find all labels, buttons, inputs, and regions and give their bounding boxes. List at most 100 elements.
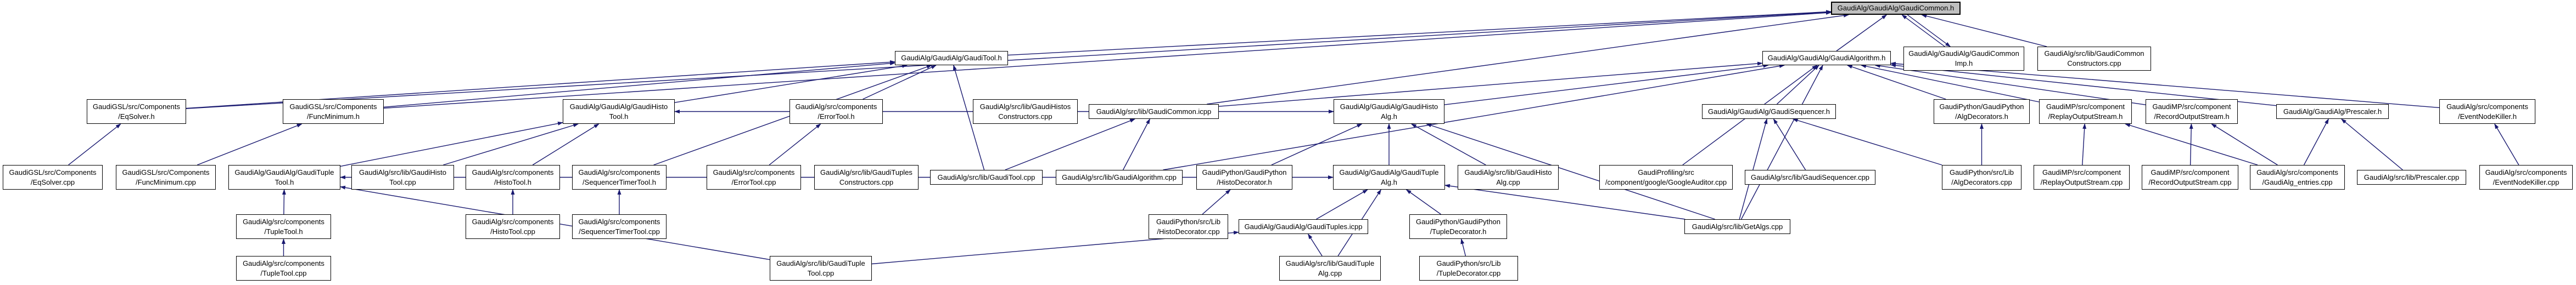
- node-label-line: GaudiAlg/src/components: [578, 168, 660, 176]
- node-label-line: /TupleTool.cpp: [260, 269, 307, 277]
- node-label-line: GaudiAlg/src/lib/GaudiSequencer.cpp: [1750, 173, 1870, 181]
- graph-node-histo-decorator-h[interactable]: GaudiPython/GaudiPython/HistoDecorator.h: [1196, 165, 1292, 190]
- node-label-line: GaudiAlg/src/components: [2446, 102, 2528, 111]
- node-label-line: GaudiAlg/GaudiAlg/GaudiCommon: [1908, 49, 2019, 58]
- node-label-line: GaudiAlg/src/lib/GaudiTool.cpp: [937, 173, 1035, 181]
- graph-node-gaudi-algorithm-h[interactable]: GaudiAlg/GaudiAlg/GaudiAlgorithm.h: [1762, 51, 1891, 65]
- graph-node-histo-decorator-cpp[interactable]: GaudiPython/src/Lib/HistoDecorator.cpp: [1149, 214, 1228, 239]
- graph-node-eqsolver-h[interactable]: GaudiGSL/src/Components/EqSolver.h: [87, 99, 186, 124]
- node-label-line: GaudiAlg/src/components: [243, 217, 324, 226]
- graph-node-record-output-stream-h[interactable]: GaudiMP/src/component/RecordOutputStream…: [2146, 99, 2238, 124]
- edge-gaudi-tuple-alg-cpp-to-gaudi-tuples-icpp: [1308, 233, 1323, 256]
- graph-node-google-auditor-cpp[interactable]: GaudiProfiling/src/component/google/Goog…: [1599, 165, 1733, 190]
- node-label-line: GaudiProfiling/src: [1638, 168, 1694, 176]
- graph-node-eqsolver-cpp[interactable]: GaudiGSL/src/Components/EqSolver.cpp: [3, 165, 103, 190]
- edge-replay-output-stream-h-to-gaudi-algorithm-h: [1860, 64, 2040, 102]
- graph-node-gaudialg-entries-cpp[interactable]: GaudiAlg/src/components/GaudiAlg_entries…: [2250, 165, 2345, 190]
- node-label-line: /HistoTool.cpp: [490, 227, 535, 236]
- graph-node-prescaler-h[interactable]: GaudiAlg/GaudiAlg/Prescaler.h: [2276, 104, 2389, 119]
- node-label-line: GaudiAlg/GaudiAlg/GaudiTool.h: [901, 54, 1002, 62]
- node-label-line: GaudiGSL/src/Components: [9, 168, 97, 176]
- node-label-line: GaudiAlg/GaudiAlg/GaudiSequencer.h: [1708, 107, 1830, 116]
- node-label-line: GaudiAlg/src/lib/GaudiCommon: [2044, 49, 2144, 58]
- graph-node-tuple-decorator-cpp[interactable]: GaudiPython/src/Lib/TupleDecorator.cpp: [1419, 256, 1518, 281]
- graph-node-alg-decorators-h[interactable]: GaudiPython/GaudiPython/AlgDecorators.h: [1934, 99, 2030, 124]
- node-label-line: GaudiMP/src/component: [2151, 168, 2230, 176]
- edge-getalgs-cpp-to-gaudi-tuple-alg-h: [1444, 184, 1685, 220]
- edge-gaudi-sequencer-h-to-gaudi-algorithm-h: [1777, 65, 1819, 105]
- node-label-line: GaudiAlg/GaudiAlg/GaudiTuple: [1339, 168, 1439, 176]
- graph-node-histo-tool-cpp[interactable]: GaudiAlg/src/components/HistoTool.cpp: [466, 214, 560, 239]
- node-label-line: /ReplayOutputStream.cpp: [2040, 178, 2123, 186]
- graph-node-gaudi-sequencer-h[interactable]: GaudiAlg/GaudiAlg/GaudiSequencer.h: [1702, 104, 1836, 119]
- graph-node-event-node-killer-h[interactable]: GaudiAlg/src/components/EventNodeKiller.…: [2439, 99, 2535, 124]
- graph-node-error-tool-h[interactable]: GaudiAlg/src/components/ErrorTool.h: [789, 99, 883, 124]
- edge-gaudi-histo-alg-cpp-to-gaudi-histo-alg-h: [1410, 123, 1486, 166]
- graph-node-tuple-decorator-h[interactable]: GaudiPython/GaudiPython/TupleDecorator.h: [1409, 214, 1507, 239]
- node-label-line: /FuncMinimum.cpp: [136, 178, 196, 186]
- graph-node-gaudi-tool-h[interactable]: GaudiAlg/GaudiAlg/GaudiTool.h: [895, 51, 1008, 65]
- graph-node-getalgs-cpp[interactable]: GaudiAlg/src/lib/GetAlgs.cpp: [1684, 219, 1790, 234]
- graph-node-tuple-tool-cpp[interactable]: GaudiAlg/src/components/TupleTool.cpp: [236, 256, 331, 281]
- graph-node-prescaler-cpp[interactable]: GaudiAlg/src/lib/Prescaler.cpp: [2357, 170, 2466, 185]
- node-label-line: GaudiAlg/src/components: [578, 217, 660, 226]
- graph-node-funcminimum-h[interactable]: GaudiGSL/src/Components/FuncMinimum.h: [283, 99, 384, 124]
- node-label-line: /HistoDecorator.h: [1217, 178, 1272, 186]
- graph-node-funcminimum-cpp[interactable]: GaudiGSL/src/Components/FuncMinimum.cpp: [116, 165, 216, 190]
- node-label-line: GaudiAlg/GaudiAlg/GaudiTuple: [234, 168, 334, 176]
- node-label-line: GaudiAlg/src/lib/GaudiAlgorithm.cpp: [1062, 173, 1177, 181]
- node-label-line: Tool.h: [609, 112, 629, 121]
- node-label-line: GaudiGSL/src/Components: [289, 102, 377, 111]
- node-label-line: GaudiGSL/src/Components: [122, 168, 210, 176]
- node-label-line: GaudiPython/src/Lib: [1949, 168, 2014, 176]
- edge-gaudialg-entries-cpp-to-replay-output-stream-h: [2124, 123, 2258, 166]
- node-label-line: /EqSolver.cpp: [30, 178, 75, 186]
- edge-gaudi-common-icpp-to-gaudi-common-h: [1207, 13, 1849, 105]
- graph-node-alg-decorators-cpp[interactable]: GaudiPython/src/Lib/AlgDecorators.cpp: [1942, 165, 2021, 190]
- graph-node-gaudi-tool-cpp[interactable]: GaudiAlg/src/lib/GaudiTool.cpp: [930, 170, 1043, 185]
- edge-gaudi-algorithm-cpp-to-gaudi-algorithm-h: [1163, 64, 1785, 170]
- graph-node-replay-output-stream-h[interactable]: GaudiMP/src/component/ReplayOutputStream…: [2039, 99, 2132, 124]
- graph-node-tuple-tool-h[interactable]: GaudiAlg/src/components/TupleTool.h: [236, 214, 331, 239]
- graph-node-sequencer-timer-tool-cpp[interactable]: GaudiAlg/src/components/SequencerTimerTo…: [572, 214, 667, 239]
- graph-node-sequencer-timer-tool-h[interactable]: GaudiAlg/src/components/SequencerTimerTo…: [572, 165, 667, 190]
- graph-node-replay-output-stream-cpp[interactable]: GaudiMP/src/component/ReplayOutputStream…: [2034, 165, 2130, 190]
- graph-node-record-output-stream-cpp[interactable]: GaudiMP/src/component/RecordOutputStream…: [2142, 165, 2238, 190]
- graph-node-gaudi-common-icpp[interactable]: GaudiAlg/src/lib/GaudiCommon.icpp: [1089, 104, 1219, 119]
- edge-tuple-decorator-cpp-to-tuple-decorator-h: [1460, 238, 1466, 256]
- edge-getalgs-cpp-to-gaudi-algorithm-h: [1740, 65, 1823, 220]
- graph-node-event-node-killer-cpp[interactable]: GaudiAlg/src/components/EventNodeKiller.…: [2479, 165, 2573, 190]
- node-label-line: Alg.h: [1381, 112, 1397, 121]
- node-label-line: /HistoTool.h: [494, 178, 531, 186]
- node-label-line: GaudiAlg/GaudiAlg/GaudiAlgorithm.h: [1767, 54, 1886, 62]
- graph-node-gaudi-sequencer-cpp[interactable]: GaudiAlg/src/lib/GaudiSequencer.cpp: [1745, 170, 1875, 185]
- graph-node-gaudi-algorithm-cpp[interactable]: GaudiAlg/src/lib/GaudiAlgorithm.cpp: [1056, 170, 1183, 185]
- edge-eqsolver-h-to-gaudi-common-h: [186, 10, 1832, 109]
- node-label-line: GaudiAlg/src/lib/GaudiTuple: [776, 259, 865, 267]
- graph-node-gaudi-tuples-icpp[interactable]: GaudiAlg/GaudiAlg/GaudiTuples.icpp: [1239, 219, 1368, 234]
- edge-gaudi-histo-alg-h-to-gaudi-algorithm-h: [1444, 64, 1769, 105]
- edge-gaudi-common-imp-h-to-gaudi-common-h: [1901, 14, 1945, 47]
- edge-funcminimum-h-to-gaudi-common-h: [383, 10, 1832, 109]
- graph-node-error-tool-cpp[interactable]: GaudiAlg/src/components/ErrorTool.cpp: [707, 165, 801, 190]
- graph-node-histo-tool-h[interactable]: GaudiAlg/src/components/HistoTool.h: [466, 165, 560, 190]
- graph-node-gaudi-common-h[interactable]: GaudiAlg/GaudiAlg/GaudiCommon.h: [1831, 2, 1961, 15]
- node-label-line: /ErrorTool.cpp: [731, 178, 776, 186]
- node-label-line: /RecordOutputStream.cpp: [2148, 178, 2232, 186]
- node-label-line: GaudiPython/GaudiPython: [1202, 168, 1287, 176]
- edge-getalgs-cpp-to-gaudi-sequencer-h: [1739, 118, 1768, 220]
- edge-gaudi-histo-tool-h-to-gaudi-tool-h: [674, 64, 908, 103]
- edge-gaudi-sequencer-cpp-to-gaudi-sequencer-h: [1773, 118, 1806, 170]
